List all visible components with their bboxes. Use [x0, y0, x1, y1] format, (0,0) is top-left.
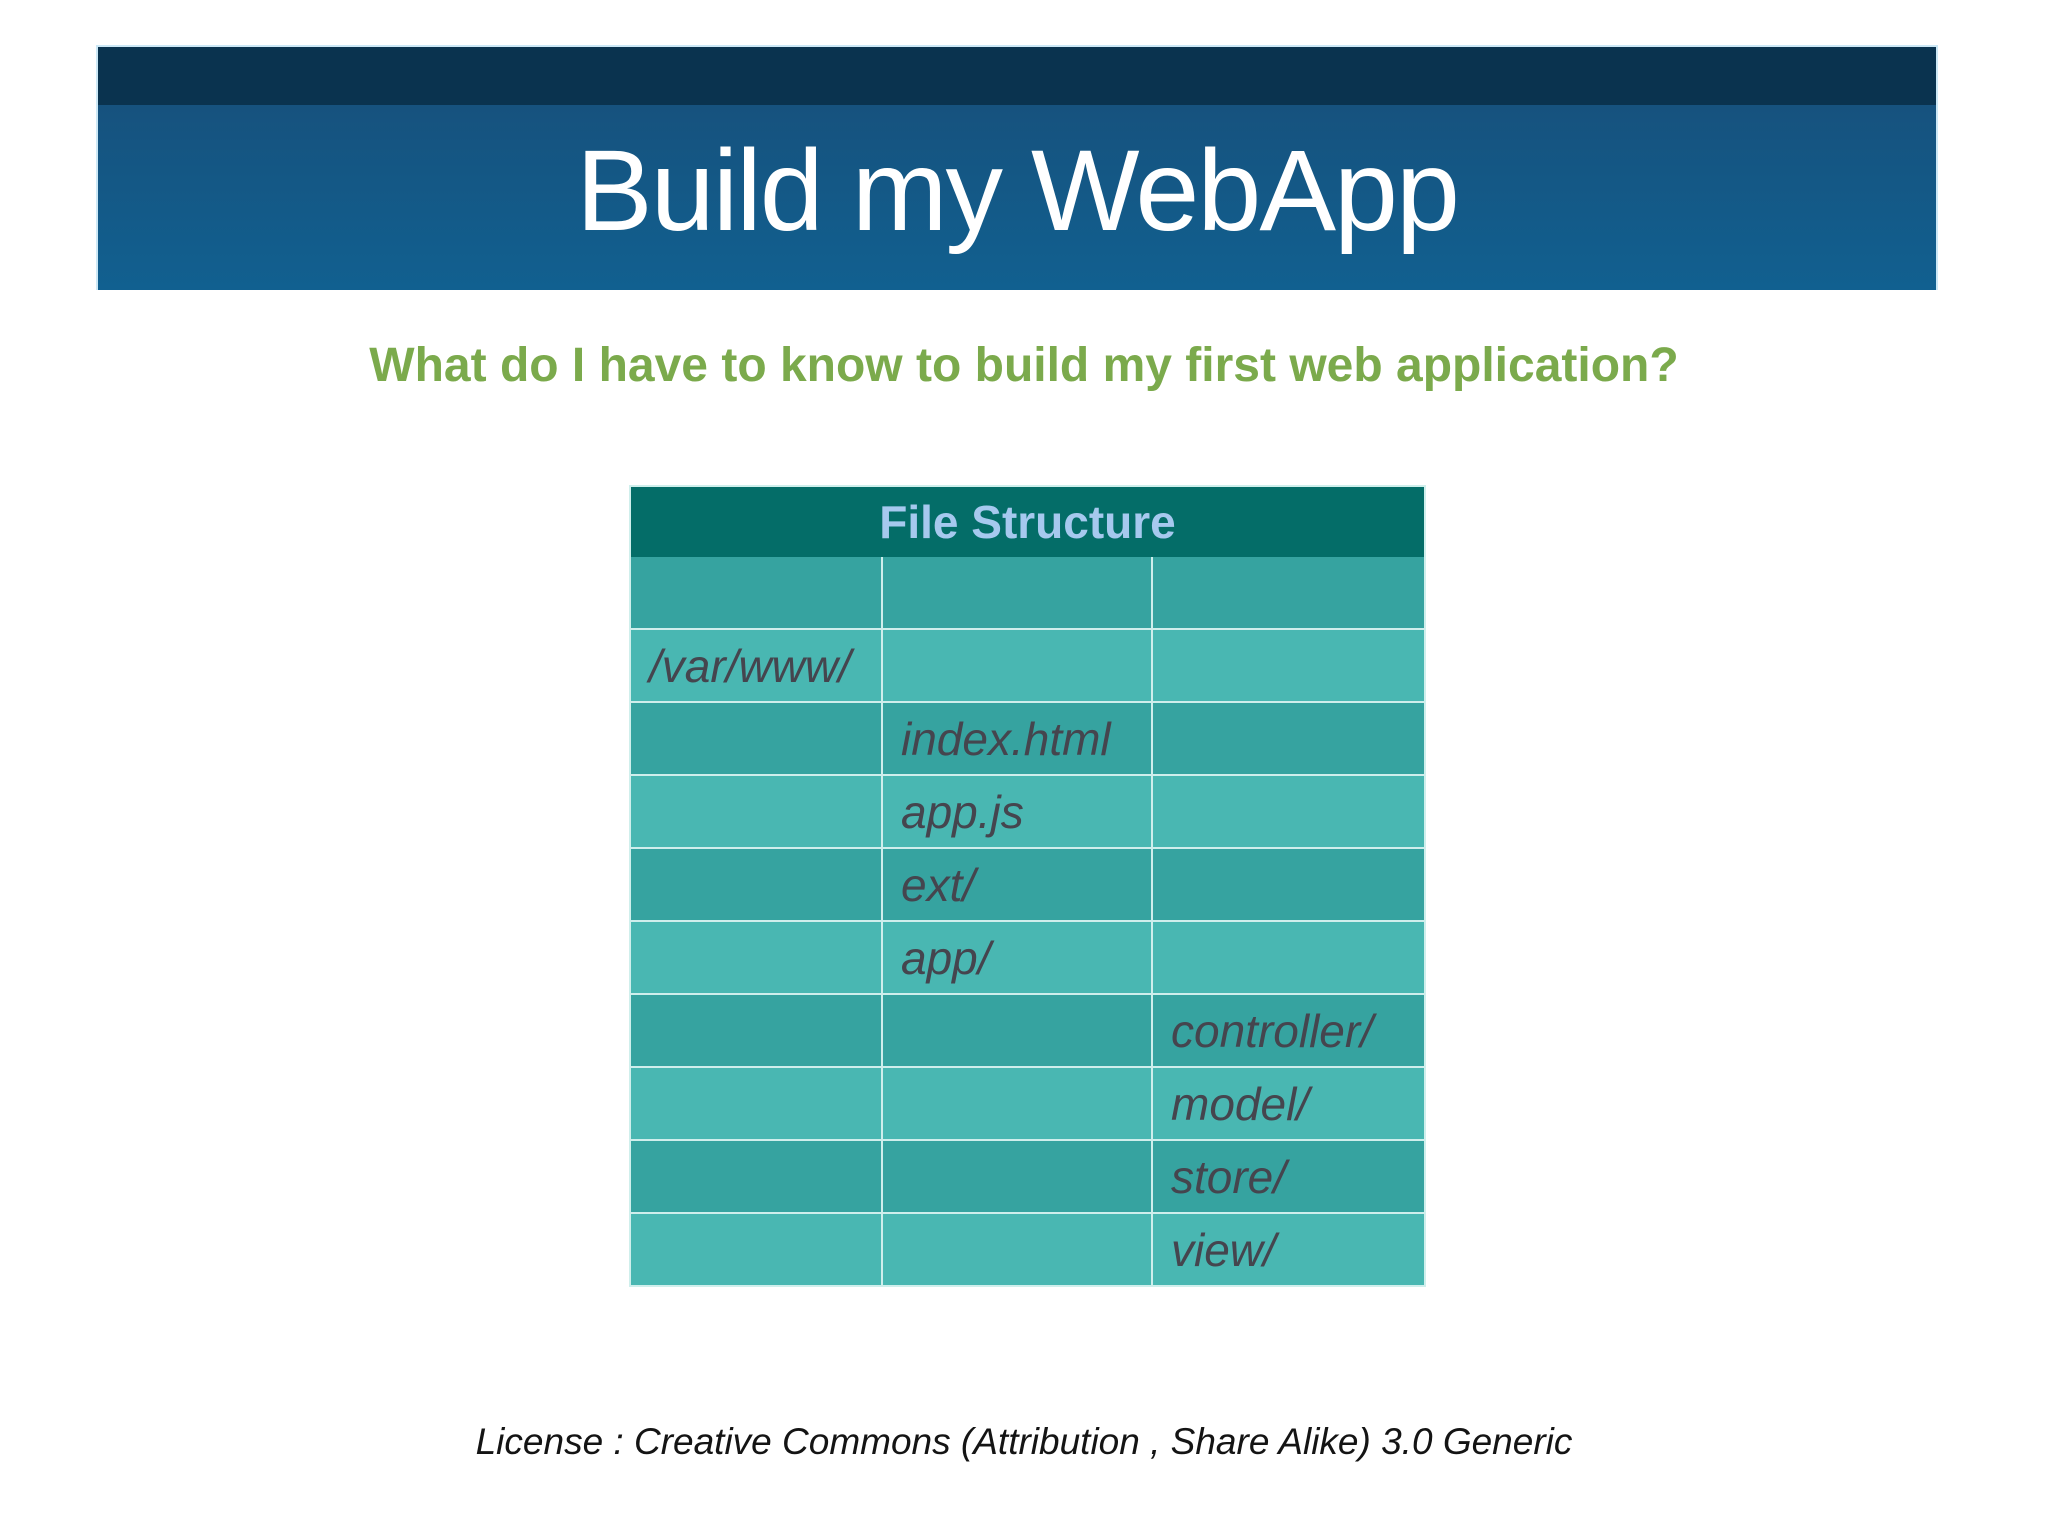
table-cell [631, 1214, 881, 1285]
table-cell: ext/ [883, 849, 1151, 920]
table-cell [631, 922, 881, 993]
table-cell [631, 703, 881, 774]
table-cell [883, 557, 1151, 628]
page-title: Build my WebApp [576, 127, 1460, 255]
table-cell [883, 995, 1151, 1066]
table-cell [883, 1068, 1151, 1139]
table-cell: controller/ [1153, 995, 1424, 1066]
table-title: File Structure [631, 487, 1424, 557]
table-cell: store/ [1153, 1141, 1424, 1212]
table-cell [1153, 557, 1424, 628]
table-cell [1153, 922, 1424, 993]
table-cell [631, 849, 881, 920]
table-cell [1153, 630, 1424, 701]
banner-gradient-area: Build my WebApp [98, 105, 1936, 290]
table-cell [883, 1141, 1151, 1212]
table-cell [631, 557, 881, 628]
license-text: License : Creative Commons (Attribution … [475, 1421, 1573, 1462]
table-cell: app.js [883, 776, 1151, 847]
title-banner: Build my WebApp [96, 45, 1938, 290]
table-cell [631, 776, 881, 847]
banner-top-strip [98, 47, 1936, 105]
table-cell [1153, 849, 1424, 920]
table-cell: view/ [1153, 1214, 1424, 1285]
table-cell: model/ [1153, 1068, 1424, 1139]
table-cell [883, 630, 1151, 701]
table-cell: app/ [883, 922, 1151, 993]
table-cell [631, 1141, 881, 1212]
table-cell [883, 1214, 1151, 1285]
table-cell: /var/www/ [631, 630, 881, 701]
table-cell [631, 1068, 881, 1139]
table-cell [631, 995, 881, 1066]
question-subtitle: What do I have to know to build my first… [369, 339, 1679, 392]
table-cell [1153, 776, 1424, 847]
table-cell: index.html [883, 703, 1151, 774]
table-cell [1153, 703, 1424, 774]
